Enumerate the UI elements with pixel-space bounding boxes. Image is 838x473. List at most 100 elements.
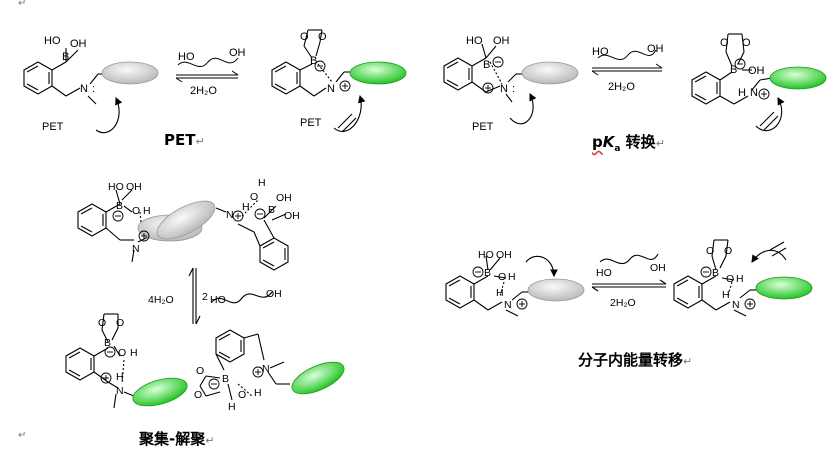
paragraph-mark: ↵: [205, 434, 215, 447]
caption-pka-rest: 转换: [620, 133, 656, 151]
minus-charge: [314, 60, 326, 72]
label-n: N: [226, 209, 234, 221]
grey-fluorophore: [521, 61, 579, 85]
label-o: O: [194, 389, 202, 401]
label-h: H: [242, 201, 250, 213]
label-b: B: [104, 337, 111, 349]
caption-pka-a: a: [614, 144, 621, 154]
plus-charge: [744, 298, 756, 310]
plus-charge: [100, 372, 112, 384]
diol-ho: HO: [596, 267, 612, 279]
minus-charge: [734, 58, 746, 70]
green-fluorophore: [132, 377, 188, 407]
label-h: H: [143, 205, 151, 217]
caption-aggregation-text: 聚集-解聚: [139, 430, 206, 448]
label-b: B: [712, 267, 719, 279]
diol-oh: OH: [266, 288, 282, 300]
label-n: N: [80, 83, 88, 95]
caption-energy-transfer: 分子内能量转移↵: [578, 349, 692, 370]
energy-transfer-scheme: [445, 239, 787, 317]
lone-pair: :: [512, 83, 515, 95]
caption-pka-k: K: [602, 133, 615, 151]
caption-energy-transfer-text: 分子内能量转移: [578, 351, 684, 369]
green-fluorophore: [291, 361, 345, 395]
label-o: O: [742, 37, 751, 49]
label-pet: PET: [42, 121, 64, 133]
minus-charge: [104, 346, 116, 358]
label-oh: OH: [126, 181, 142, 193]
label-h: H: [228, 401, 236, 413]
label-o: O: [98, 317, 106, 329]
label-n: N: [327, 83, 335, 95]
plus-charge: [138, 230, 150, 242]
label-2h2o: 2H₂O: [608, 81, 635, 93]
caption-aggregation: 聚集-解聚↵: [139, 428, 214, 449]
label-ho: HO: [44, 35, 61, 47]
plus-charge: [482, 82, 494, 94]
label-ho: HO: [478, 249, 494, 261]
caption-pet: PET↵: [164, 131, 205, 149]
grey-fluorophore: [156, 200, 216, 240]
label-n: N: [732, 299, 740, 311]
label-n: N: [132, 243, 140, 255]
label-2h2o: 2H₂O: [190, 85, 217, 97]
minus-charge: [254, 208, 266, 220]
plus-charge: [758, 88, 770, 100]
label-h: H: [258, 177, 266, 189]
caption-pka-p: p: [592, 133, 603, 151]
minus-charge: [112, 210, 124, 222]
equilibrium-arrows: [591, 49, 663, 76]
equilibrium-arrows: [175, 57, 239, 83]
label-b: B: [730, 64, 737, 76]
label-oh: OH: [493, 35, 510, 47]
label-n: N: [500, 83, 508, 95]
pka-scheme: [443, 43, 537, 125]
label-h: H: [496, 287, 504, 299]
label-o: O: [300, 31, 309, 43]
label-pet: PET: [300, 117, 322, 129]
paragraph-mark-top: ↵: [18, 0, 27, 9]
plus-charge: [339, 80, 351, 92]
label-4h2o: 4H₂O: [148, 294, 174, 306]
label-2h2o: 2H₂O: [610, 297, 636, 309]
diol-ho: HO: [592, 46, 609, 58]
label-b: B: [310, 55, 317, 67]
label-oh: OH: [748, 65, 765, 77]
grey-fluorophore: [101, 61, 159, 85]
label-h: H: [722, 289, 730, 301]
boronate-ester-molecule: [691, 33, 785, 132]
label-o: O: [720, 37, 729, 49]
label-oh: OH: [276, 192, 292, 204]
label-b: B: [62, 51, 69, 63]
label-o: O: [132, 205, 140, 217]
pet-scheme: [23, 48, 123, 134]
label-oh: OH: [496, 249, 512, 261]
benzene-ring: [23, 61, 53, 95]
diol-oh: OH: [647, 43, 664, 55]
label-o: O: [724, 245, 732, 257]
diol-oh: OH: [229, 47, 246, 59]
green-fluorophore: [769, 66, 827, 90]
minus-charge: [700, 266, 712, 278]
label-o: O: [726, 273, 734, 285]
label-o: O: [116, 317, 124, 329]
label-b: B: [483, 59, 490, 71]
label-oh: OH: [284, 210, 300, 222]
paragraph-mark: ↵: [655, 137, 665, 150]
label-b: B: [222, 373, 229, 385]
grey-fluorophore: [527, 278, 585, 302]
paragraph-mark-bottom: ↵: [18, 430, 27, 441]
label-ho: HO: [466, 35, 483, 47]
label-n: N: [262, 363, 270, 375]
label-o: O: [118, 347, 126, 359]
diol-ho: HO: [210, 294, 226, 306]
label-h: H: [254, 387, 262, 399]
minus-charge: [492, 56, 504, 68]
label-oh: OH: [70, 38, 87, 50]
label-n: N: [116, 385, 124, 397]
label-b: B: [484, 267, 491, 279]
diol-ho: HO: [178, 51, 195, 63]
label-h: H: [116, 371, 124, 383]
